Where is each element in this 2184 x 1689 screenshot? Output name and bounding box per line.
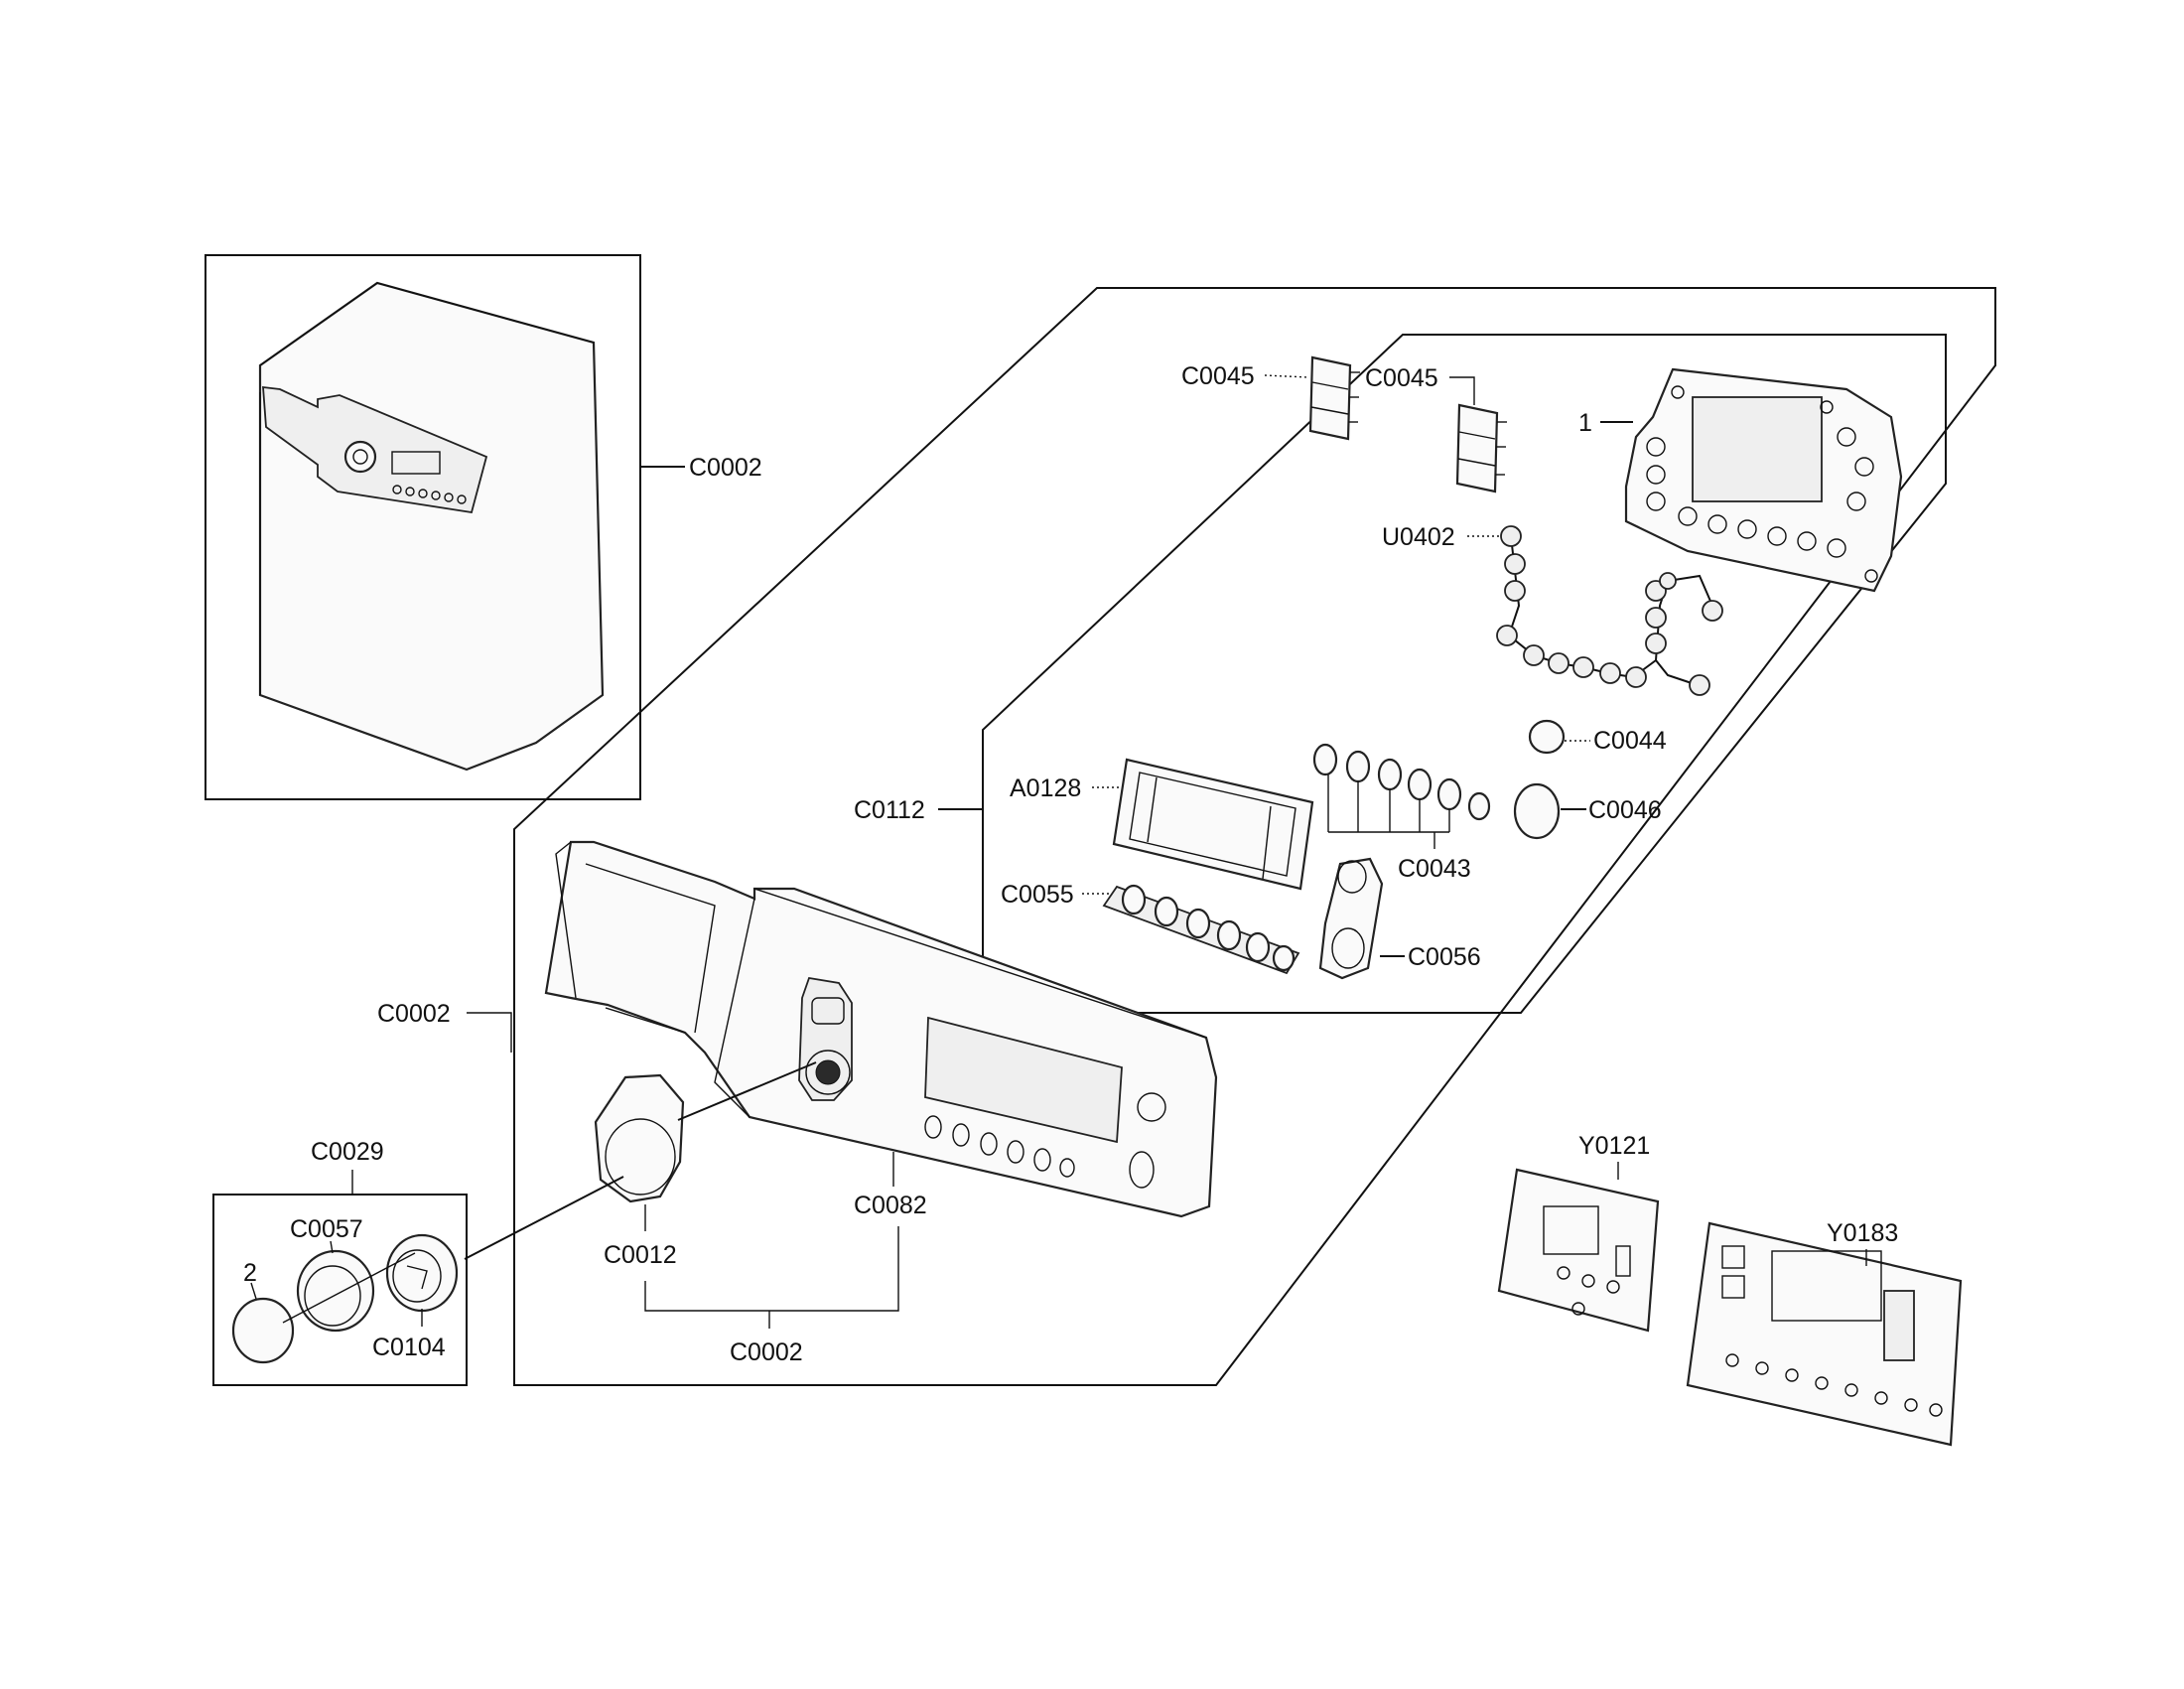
leader-2 — [250, 1282, 257, 1300]
callout-c0002-left: C0002 — [377, 1000, 451, 1028]
callout-c0057: C0057 — [290, 1215, 363, 1243]
callout-y0121: Y0121 — [1578, 1132, 1650, 1160]
knob-body — [385, 1233, 459, 1313]
switch-right — [1455, 403, 1507, 493]
callout-c0029: C0029 — [311, 1138, 384, 1166]
knob-alignment-line — [464, 1176, 624, 1260]
dryer-overview-frame — [205, 254, 641, 800]
knob-cap — [231, 1297, 295, 1364]
switch-left — [1308, 355, 1360, 441]
leader-c0002-left — [467, 1012, 512, 1053]
callout-c0044: C0044 — [1593, 727, 1667, 755]
knob-ring — [296, 1249, 375, 1333]
callout-c0012: C0012 — [604, 1241, 677, 1269]
callout-c0055: C0055 — [1001, 881, 1074, 909]
pcb-y0121 — [1497, 1168, 1660, 1333]
leader-c0057 — [330, 1240, 334, 1254]
bracket-c0002-bottom — [644, 1226, 899, 1312]
main-pcb-board — [1624, 367, 1903, 593]
callout-c0002-bottom: C0002 — [730, 1338, 803, 1366]
led-harness — [1496, 525, 1723, 696]
callout-a0128: A0128 — [1010, 774, 1081, 802]
control-panel-housing — [544, 840, 1218, 1218]
leader-c0045-left — [1264, 374, 1309, 378]
knob-assembly-frame — [212, 1194, 468, 1386]
pcb-y0183 — [1686, 1221, 1963, 1447]
callout-two: 2 — [243, 1259, 257, 1287]
callout-u0402: U0402 — [1382, 523, 1455, 551]
oval-button — [1513, 782, 1561, 840]
key-caps — [1312, 743, 1491, 849]
display-holder — [1112, 758, 1314, 891]
control-panel-frame — [513, 287, 1996, 1386]
callout-c0043: C0043 — [1398, 855, 1471, 883]
callout-c0056: C0056 — [1408, 943, 1481, 971]
callout-c0045-left: C0045 — [1181, 362, 1255, 390]
callout-c0002-top: C0002 — [689, 454, 762, 482]
callout-c0046: C0046 — [1588, 796, 1662, 824]
dial-frame — [1318, 857, 1384, 980]
dial-window-lens — [594, 1073, 685, 1203]
round-button — [1528, 719, 1566, 755]
callout-c0112: C0112 — [854, 796, 925, 824]
leader-c0045-right — [1449, 376, 1475, 405]
lens-alignment-line — [677, 1061, 817, 1121]
knob-axis-line — [282, 1252, 416, 1324]
button-strip — [1102, 884, 1300, 975]
pcb-subassembly-frame — [982, 334, 1947, 1014]
callout-c0045-right: C0045 — [1365, 364, 1438, 392]
callout-y0183: Y0183 — [1827, 1219, 1898, 1247]
callout-1: 1 — [1578, 409, 1592, 437]
callout-c0082: C0082 — [854, 1192, 927, 1219]
callout-c0104: C0104 — [372, 1334, 446, 1361]
dryer-cabinet — [258, 281, 605, 772]
